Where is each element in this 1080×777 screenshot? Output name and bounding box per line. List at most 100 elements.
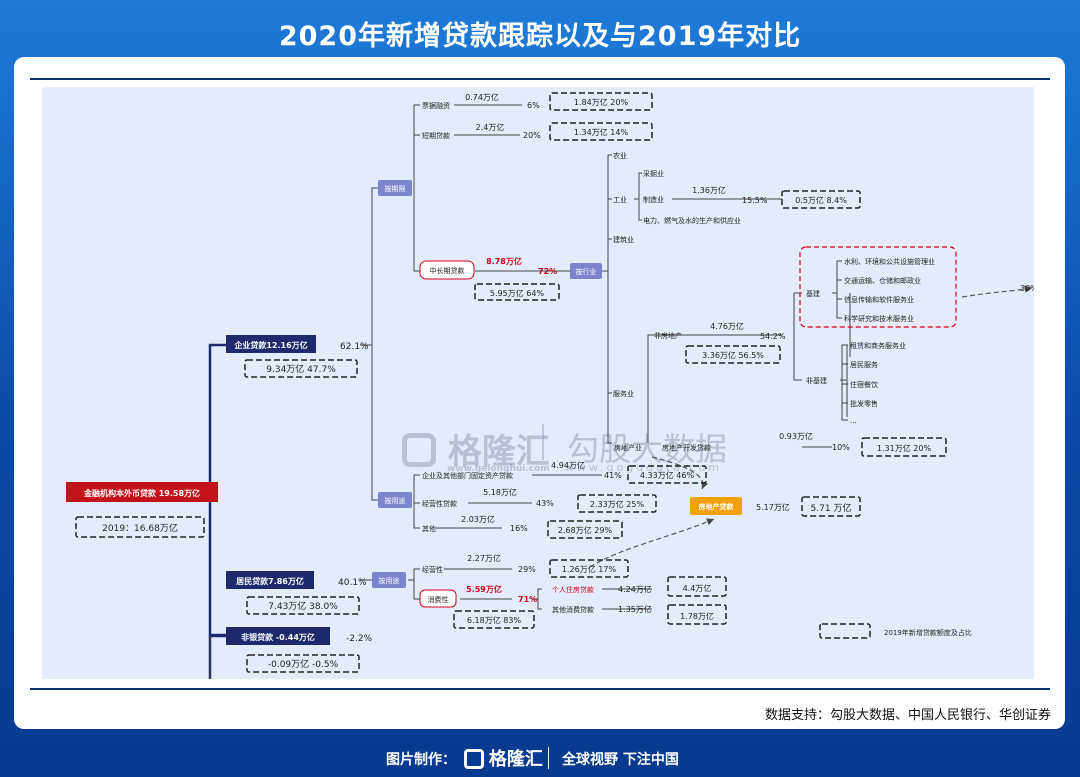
connector-arrows [589, 285, 1033, 568]
nonbank-pct: -2.2% [346, 634, 373, 644]
manufacturing-compare-box [781, 190, 861, 209]
re-loans-node [690, 497, 742, 515]
mortgage-compare: 4.4万亿 [683, 583, 712, 593]
branch-lines [209, 104, 851, 679]
manufacturing-value: 1.36万亿 [692, 185, 726, 195]
midlong-node [419, 260, 475, 280]
top-divider [30, 78, 1050, 80]
midlong-label: 中长期贷款 [430, 266, 465, 275]
hh-consumer-compare: 6.18万亿 83% [467, 615, 522, 625]
other-compare-box [547, 520, 623, 539]
made-by-label: 图片制作： [386, 752, 456, 768]
watermark-url-right: www.gogudata.com [565, 461, 722, 474]
other-consumer-compare: 1.78万亿 [680, 611, 714, 621]
bill-label: 票据融资 [422, 101, 450, 110]
nonbank-compare-box [246, 654, 360, 673]
bill-compare: 1.84万亿 20% [574, 97, 629, 107]
other-consumer-label: 其他消费贷款 [552, 605, 594, 614]
op-pct: 43% [536, 499, 554, 508]
manufacturing-label: 制造业 [643, 195, 664, 204]
short-compare-box [549, 122, 653, 141]
non-re-value: 4.76万亿 [710, 321, 744, 331]
non-infra-item: 租赁和商务服务业 [850, 341, 906, 350]
infra-item: 科学研究和技术服务业 [844, 314, 914, 323]
short-value: 2.4万亿 [476, 122, 505, 132]
non-infra-item: 批发零售 [850, 399, 878, 408]
fixed-compare-box [627, 465, 707, 484]
hh-op-label: 经营性 [422, 565, 443, 574]
re-dev-pct: 10% [832, 443, 850, 452]
enterprise-compare: 9.34万亿 47.7% [266, 363, 336, 375]
industry-label: 工业 [613, 195, 627, 204]
non-infra-item: 住宿餐饮 [850, 380, 878, 389]
mortgage-label: 个人住房贷款 [552, 585, 594, 594]
services-label: 服务业 [613, 389, 634, 398]
non-re-pct: 54.2% [760, 332, 786, 341]
household-pct: 40.1% [338, 578, 367, 588]
other-label: 其他 [422, 524, 436, 533]
hh-consumer-value: 5.59万亿 [466, 584, 502, 594]
op-label: 经营性贷款 [422, 499, 457, 508]
agri-label: 农业 [613, 151, 627, 160]
by-term-label: 按期限 [385, 184, 406, 193]
re-loans-compare: 5.71 万亿 [811, 502, 852, 514]
non-re-label: 非房地产 [654, 331, 682, 340]
re-loans-label: 房地产贷款 [699, 502, 735, 511]
household-compare-box [246, 596, 360, 615]
short-label: 短期贷款 [422, 131, 450, 140]
household-node [226, 571, 314, 589]
enterprise-label: 企业贷款12.16万亿 [233, 340, 307, 350]
enterprise-pct: 62.1% [340, 342, 369, 352]
op-value: 5.18万亿 [483, 487, 517, 497]
midlong-pct: 72% [538, 267, 557, 276]
infra-item: 交通运输、仓储和邮政业 [844, 276, 921, 285]
enterprise-compare-box [244, 359, 358, 378]
short-compare: 1.34万亿 14% [574, 127, 629, 137]
midlong-value: 8.78万亿 [486, 256, 522, 266]
fixed-value: 4.94万亿 [551, 460, 585, 470]
mortgage-value: 4.24万亿 [618, 584, 652, 594]
re-dev-label: 房地产开发贷款 [662, 443, 711, 452]
by-industry-node [570, 263, 602, 279]
root-node [66, 482, 218, 502]
by-term-node [378, 180, 412, 196]
fixed-pct: 41% [604, 471, 622, 480]
hh-consumer-label: 消费性 [428, 595, 449, 604]
root-node-label: 金融机构本外币贷款 19.58万亿 [83, 488, 200, 498]
hh-consumer-compare-box [453, 610, 535, 629]
re-loans-compare-box [801, 496, 861, 517]
manufacturing-pct: 15.5% [742, 196, 768, 205]
non-re-compare-box [685, 345, 781, 364]
re-label: 房地产业 [614, 443, 642, 452]
re-loans-value: 5.17万亿 [756, 502, 790, 512]
by-industry-label: 按行业 [576, 267, 597, 276]
bill-value: 0.74万亿 [465, 92, 499, 102]
op-compare-box [577, 494, 657, 513]
legend-swatch [819, 623, 871, 639]
re-dev-value: 0.93万亿 [779, 431, 813, 441]
legend-label: 2019年新增贷款额度及占比 [884, 628, 972, 637]
hh-by-use-label: 按用途 [379, 576, 400, 585]
other-compare: 2.68万亿 29% [558, 525, 613, 535]
bottom-divider [30, 688, 1050, 690]
non-infra-item: 居民服务 [850, 360, 878, 369]
non-infra-item: ... [850, 417, 857, 425]
other-consumer-compare-box [667, 604, 727, 625]
infra-pct: 30% [1020, 284, 1034, 293]
brand-logo-text: 格隆汇 [488, 749, 543, 770]
other-pct: 16% [510, 524, 528, 533]
footer-bar: 图片制作： 格隆汇 全球视野 下注中国 [0, 743, 1080, 773]
re-dev-compare: 1.31万亿 20% [877, 443, 932, 453]
main-branch-lines [208, 343, 226, 679]
midlong-compare-box [474, 283, 560, 301]
re-dev-compare-box [861, 437, 947, 457]
fixed-compare: 4.33万亿 46% [640, 470, 695, 480]
brand-logo-icon [464, 749, 484, 769]
nonbank-label: 非银贷款 -0.44万亿 [241, 632, 315, 642]
footer-separator [548, 747, 549, 769]
page-title: 2020年新增贷款跟踪以及与2019年对比 [278, 21, 802, 52]
enterprise-node [226, 335, 316, 353]
loan-tree-diagram: 格隆汇 www.gelonghui.com 勾股大数据 www.gogudata… [42, 87, 1034, 679]
content-card: 格隆汇 www.gelonghui.com 勾股大数据 www.gogudata… [14, 57, 1065, 729]
gogudata-watermark: 勾股大数据 [567, 430, 728, 468]
